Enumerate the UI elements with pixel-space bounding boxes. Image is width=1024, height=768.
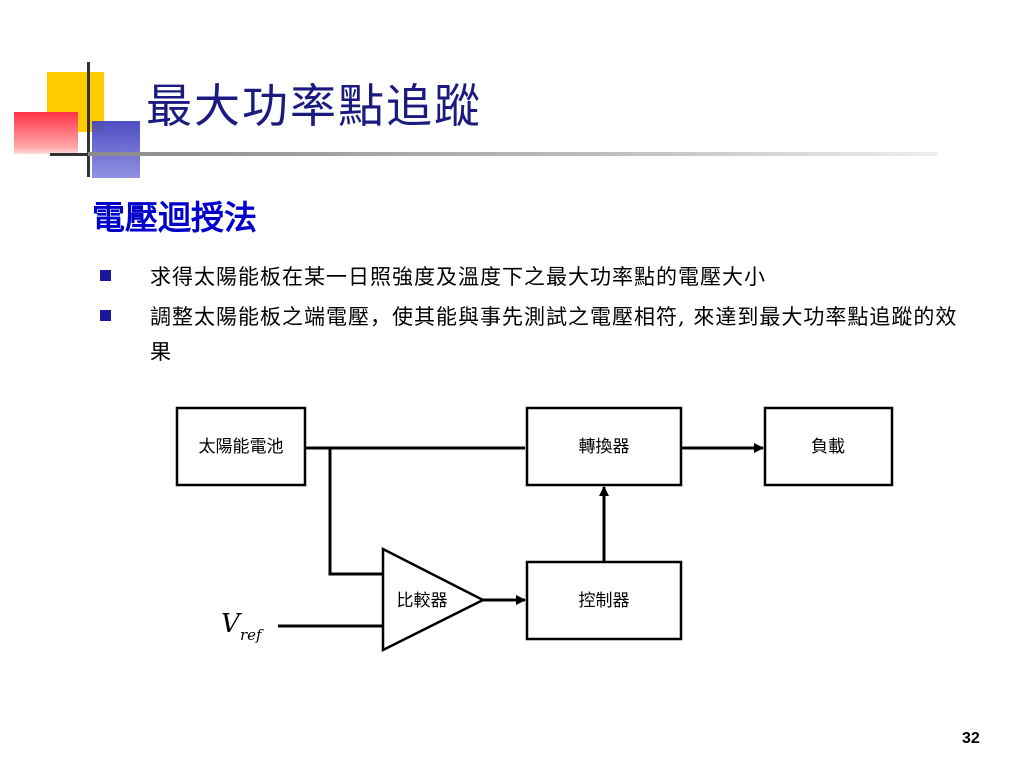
- controller-block: [525, 560, 683, 641]
- solar-cell-label: 太陽能電池: [199, 437, 284, 457]
- decor-red-square: [14, 112, 78, 154]
- comparator-label: 比較器: [397, 591, 448, 611]
- bullet-text: 調整太陽能板之端電壓，使其能與事先測試之電壓相符, 來達到最大功率點追蹤的效果: [150, 305, 958, 364]
- bullet-item: 求得太陽能板在某一日照強度及溫度下之最大功率點的電壓大小: [100, 260, 980, 295]
- square-bullet-icon: [100, 270, 111, 281]
- vref-subscript: ref: [240, 626, 264, 644]
- decor-blue-square: [92, 121, 140, 178]
- decor-vertical-line: [87, 62, 90, 177]
- solar-cell-block: [175, 406, 307, 487]
- bullet-item: 調整太陽能板之端電壓，使其能與事先測試之電壓相符, 來達到最大功率點追蹤的效果: [100, 300, 980, 370]
- vref-label: V: [221, 609, 242, 639]
- page-number: 32: [962, 730, 980, 747]
- load-label: 負載: [811, 437, 845, 457]
- bullet-text: 求得太陽能板在某一日照強度及溫度下之最大功率點的電壓大小: [150, 265, 766, 289]
- bullet-list: 求得太陽能板在某一日照強度及溫度下之最大功率點的電壓大小 調整太陽能板之端電壓，…: [100, 260, 980, 370]
- square-bullet-icon: [100, 310, 111, 321]
- slide-subtitle: 電壓迴授法: [92, 198, 257, 237]
- controller-label: 控制器: [579, 591, 630, 611]
- load-block: [763, 406, 894, 487]
- converter-label: 轉換器: [579, 437, 630, 457]
- slide-title: 最大功率點追蹤: [146, 79, 482, 133]
- converter-block: [525, 406, 683, 487]
- comparator-triangle: [381, 546, 486, 653]
- decor-short-line: [50, 153, 90, 156]
- title-underline: [88, 152, 938, 156]
- wire-feedback-to-comparator: [328, 448, 383, 576]
